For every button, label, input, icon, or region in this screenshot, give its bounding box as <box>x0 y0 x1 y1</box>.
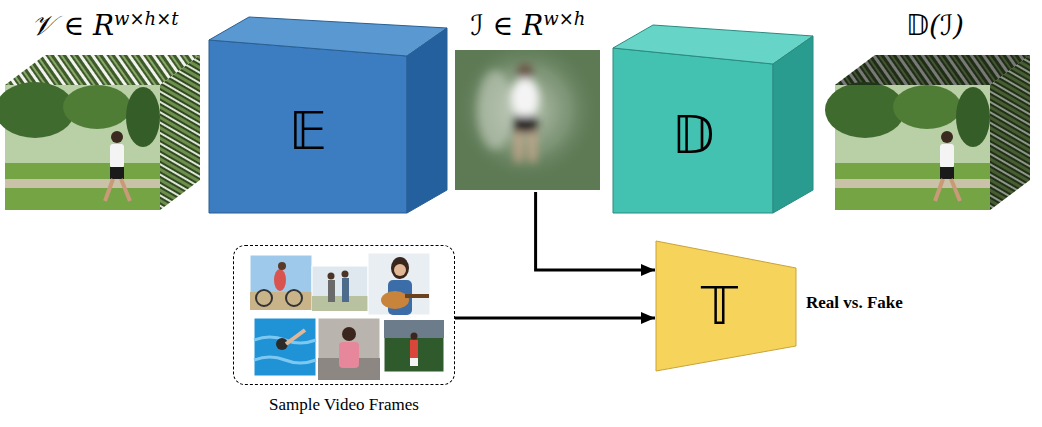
player <box>410 340 418 358</box>
block-symbol: 𝔻 <box>672 109 715 161</box>
math-label: 𝔻(ℐ) <box>906 9 964 42</box>
hair <box>391 257 409 279</box>
photo-cyclist <box>250 255 312 310</box>
encoded-image <box>455 50 600 190</box>
sample-frames-box: Sample Video Frames <box>233 245 455 423</box>
block-symbol: 𝔼 <box>289 105 327 157</box>
input-video-cube <box>0 55 200 210</box>
swimmer-arm <box>286 330 305 344</box>
rider-head <box>278 262 286 270</box>
block-front <box>209 40 407 213</box>
caption-line: 𝒱 ∈ Rw×h×t <box>5 6 205 46</box>
photo-swimmer <box>254 318 316 376</box>
player-head <box>411 333 418 340</box>
wheel <box>256 290 272 306</box>
motion-swirl <box>455 50 599 182</box>
caption-line: ℐ ∈ Rw×h <box>452 6 604 46</box>
cook-head <box>342 327 356 341</box>
cook-shirt <box>339 342 359 368</box>
sample-photos <box>250 253 444 380</box>
photo-walkers <box>312 266 368 311</box>
cube-shade <box>990 55 1030 210</box>
block-side <box>407 28 447 213</box>
motion-trail <box>477 70 513 150</box>
photo-guitar <box>368 253 430 315</box>
photo-ground <box>312 296 368 311</box>
photo-football <box>384 320 444 372</box>
wheel <box>286 290 302 306</box>
caption-line: 𝔻(ℐ) <box>833 6 1037 46</box>
output-label: Real vs. Fake <box>806 293 903 313</box>
math-label: ℐ ∈ R <box>471 9 544 42</box>
output-video-cube <box>825 55 1030 210</box>
block-top <box>209 17 447 56</box>
dashed-outline <box>233 245 455 385</box>
photo-ground <box>250 292 312 310</box>
group-caption: Sample Video Frames <box>233 395 455 415</box>
block-outline <box>208 16 448 214</box>
blurred-figure <box>477 63 539 162</box>
face <box>394 264 406 276</box>
input-video: 𝒱 ∈ Rw×h×t <box>5 6 205 212</box>
walker <box>342 278 349 302</box>
figure-leg <box>515 132 522 162</box>
block-label-area: 𝔻 <box>613 58 773 212</box>
reconstructed-video: 𝔻(ℐ) <box>833 6 1037 212</box>
encoder-block: 𝔼 <box>208 16 448 214</box>
figure-leg <box>529 132 536 162</box>
walker <box>328 280 335 302</box>
guitar-neck <box>405 294 429 298</box>
block-side <box>773 36 813 213</box>
figure-shorts <box>513 116 537 132</box>
guitar <box>381 291 409 309</box>
trapezoid-shape <box>656 241 796 371</box>
block-symbol: 𝕋 <box>701 280 738 332</box>
trapezoid-label-area: 𝕋 <box>659 270 780 342</box>
decoder-block: 𝔻 <box>612 24 814 214</box>
discriminator-block: 𝕋 <box>655 240 797 372</box>
flow-arrow <box>455 317 655 320</box>
figure-body <box>511 78 539 118</box>
walker-head <box>342 271 349 278</box>
walker-head <box>328 273 335 280</box>
rider <box>274 269 286 291</box>
encoded-image-node: ℐ ∈ Rw×h <box>452 6 604 192</box>
math-label: 𝒱 ∈ R <box>31 9 114 42</box>
superscript: w×h×t <box>114 8 178 29</box>
player-shorts <box>410 358 418 366</box>
superscript: w×h <box>543 8 585 29</box>
block-label-area: 𝔼 <box>209 50 407 212</box>
photo-cook <box>318 318 380 380</box>
wave <box>254 357 316 363</box>
block-front <box>613 48 773 213</box>
